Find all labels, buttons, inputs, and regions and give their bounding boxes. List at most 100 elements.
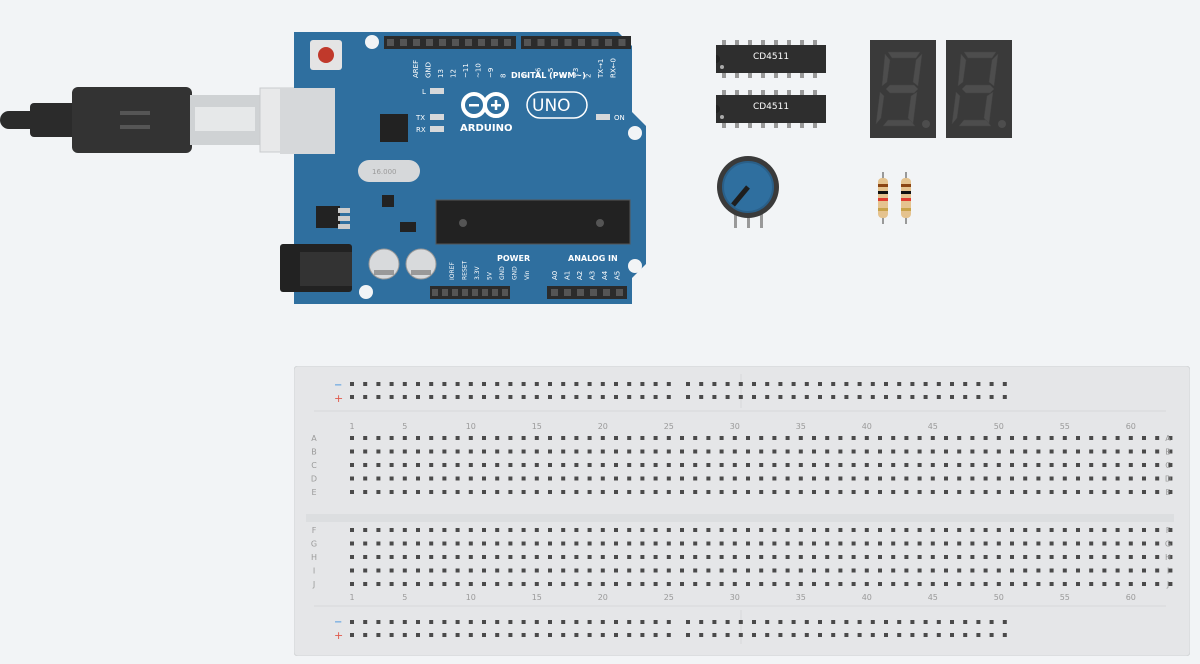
breadboard-hole[interactable] (508, 528, 513, 532)
rail-hole[interactable] (587, 620, 592, 624)
breadboard-hole[interactable] (904, 490, 909, 494)
breadboard-hole[interactable] (1102, 490, 1107, 494)
breadboard-hole[interactable] (996, 568, 1001, 573)
breadboard-hole[interactable] (812, 541, 816, 546)
breadboard-hole[interactable] (482, 449, 486, 454)
breadboard-hole[interactable] (653, 528, 658, 532)
rail-hole[interactable] (376, 633, 381, 637)
breadboard-hole[interactable] (508, 541, 513, 546)
breadboard-hole[interactable] (1023, 582, 1028, 586)
breadboard-hole[interactable] (1102, 436, 1107, 440)
rail-hole[interactable] (442, 620, 447, 624)
breadboard-hole[interactable] (376, 582, 381, 586)
breadboard-hole[interactable] (798, 449, 803, 454)
breadboard-hole[interactable] (666, 528, 671, 532)
header-socket[interactable] (452, 39, 459, 46)
rail-hole[interactable] (725, 620, 730, 624)
breadboard-hole[interactable] (891, 449, 896, 454)
breadboard-hole[interactable] (851, 476, 856, 481)
rail-hole[interactable] (350, 620, 354, 624)
rail-hole[interactable] (765, 382, 770, 386)
breadboard-hole[interactable] (482, 568, 486, 573)
breadboard-hole[interactable] (429, 449, 434, 454)
header-socket[interactable] (492, 289, 498, 296)
reset-button[interactable] (310, 40, 342, 70)
breadboard-hole[interactable] (970, 476, 975, 481)
breadboard-hole[interactable] (363, 582, 368, 586)
rail-hole[interactable] (936, 620, 941, 624)
breadboard-hole[interactable] (930, 436, 935, 440)
breadboard-hole[interactable] (1036, 476, 1041, 481)
header-socket[interactable] (551, 39, 558, 46)
rail-hole[interactable] (884, 620, 888, 624)
breadboard-hole[interactable] (600, 449, 605, 454)
breadboard-hole[interactable] (442, 582, 447, 586)
header-socket[interactable] (442, 289, 448, 296)
breadboard-hole[interactable] (1023, 568, 1028, 573)
breadboard-hole[interactable] (878, 463, 882, 467)
breadboard-hole[interactable] (1010, 582, 1014, 586)
rail-hole[interactable] (561, 633, 566, 637)
breadboard-hole[interactable] (376, 541, 381, 546)
breadboard-hole[interactable] (825, 541, 830, 546)
breadboard-hole[interactable] (904, 568, 909, 573)
breadboard-hole[interactable] (693, 582, 698, 586)
breadboard-hole[interactable] (957, 582, 962, 586)
breadboard-hole[interactable] (825, 436, 830, 440)
breadboard-hole[interactable] (957, 449, 962, 454)
breadboard-hole[interactable] (983, 555, 988, 559)
rail-hole[interactable] (416, 382, 420, 386)
rail-hole[interactable] (765, 395, 770, 399)
breadboard-hole[interactable] (1062, 449, 1067, 454)
header-socket[interactable] (465, 39, 472, 46)
breadboard-hole[interactable] (402, 582, 407, 586)
breadboard-hole[interactable] (429, 541, 434, 546)
rail-hole[interactable] (936, 395, 941, 399)
rail-hole[interactable] (468, 395, 473, 399)
rail-hole[interactable] (389, 633, 394, 637)
breadboard-hole[interactable] (627, 528, 632, 532)
breadboard-hole[interactable] (891, 555, 896, 559)
rail-hole[interactable] (600, 382, 605, 386)
breadboard-hole[interactable] (944, 476, 948, 481)
breadboard-hole[interactable] (653, 449, 658, 454)
breadboard-hole[interactable] (495, 476, 500, 481)
breadboard-hole[interactable] (416, 490, 420, 494)
resistor-2[interactable] (897, 172, 915, 224)
breadboard-hole[interactable] (851, 436, 856, 440)
breadboard-hole[interactable] (680, 490, 684, 494)
breadboard-hole[interactable] (838, 449, 843, 454)
breadboard-hole[interactable] (838, 463, 843, 467)
breadboard-hole[interactable] (1168, 528, 1173, 532)
seven-segment-display-1[interactable] (870, 40, 936, 138)
header-socket[interactable] (400, 39, 407, 46)
breadboard-hole[interactable] (587, 568, 592, 573)
breadboard-hole[interactable] (363, 555, 368, 559)
breadboard-hole[interactable] (812, 436, 816, 440)
header-socket[interactable] (482, 289, 488, 296)
breadboard-hole[interactable] (1023, 463, 1028, 467)
rail-hole[interactable] (627, 633, 632, 637)
rail-hole[interactable] (574, 382, 579, 386)
header-socket[interactable] (605, 39, 612, 46)
breadboard-hole[interactable] (548, 490, 552, 494)
breadboard-hole[interactable] (706, 568, 711, 573)
breadboard-hole[interactable] (891, 568, 896, 573)
breadboard-hole[interactable] (1049, 490, 1054, 494)
rail-hole[interactable] (376, 620, 381, 624)
rail-hole[interactable] (923, 633, 928, 637)
breadboard-hole[interactable] (812, 476, 816, 481)
breadboard-hole[interactable] (680, 449, 684, 454)
breadboard-hole[interactable] (442, 463, 447, 467)
rail-hole[interactable] (818, 620, 822, 624)
breadboard-hole[interactable] (1115, 528, 1120, 532)
breadboard-hole[interactable] (534, 463, 539, 467)
breadboard-hole[interactable] (534, 528, 539, 532)
breadboard-hole[interactable] (376, 449, 381, 454)
rail-hole[interactable] (712, 633, 717, 637)
breadboard-hole[interactable] (812, 528, 816, 532)
rail-hole[interactable] (640, 395, 645, 399)
header-socket[interactable] (413, 39, 420, 46)
rail-hole[interactable] (791, 633, 796, 637)
breadboard-hole[interactable] (614, 463, 618, 467)
